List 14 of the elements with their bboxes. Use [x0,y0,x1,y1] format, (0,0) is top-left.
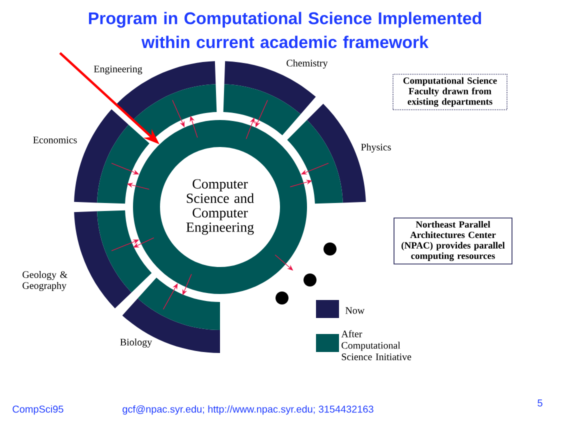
legend-label: Now [345,307,365,314]
note-box: Computational Science Faculty drawn from existing departments [392,74,508,110]
footer-text: CompSci95 [12,405,64,415]
title: Program in Computational Science Implemented within current academic framework [88,12,482,48]
legend-label: After Computational Science Initiative [341,330,412,360]
note-box: Northeast Parallel Architectures Center (NPAC) provides parallel computing resources [394,218,512,264]
node-label: Geology & Geography [22,270,68,292]
node-label: Physics [361,143,391,153]
center-ring: Computer Science and Computer Engineering [133,120,307,294]
footer-text: gcf@npac.syr.edu; http://www.npac.syr.edu; 3154432163 [122,405,374,415]
arrow [133,238,154,248]
department-segment: Biology [120,278,220,353]
page-number: 5 [538,400,542,406]
node-label: Economics [33,136,77,144]
